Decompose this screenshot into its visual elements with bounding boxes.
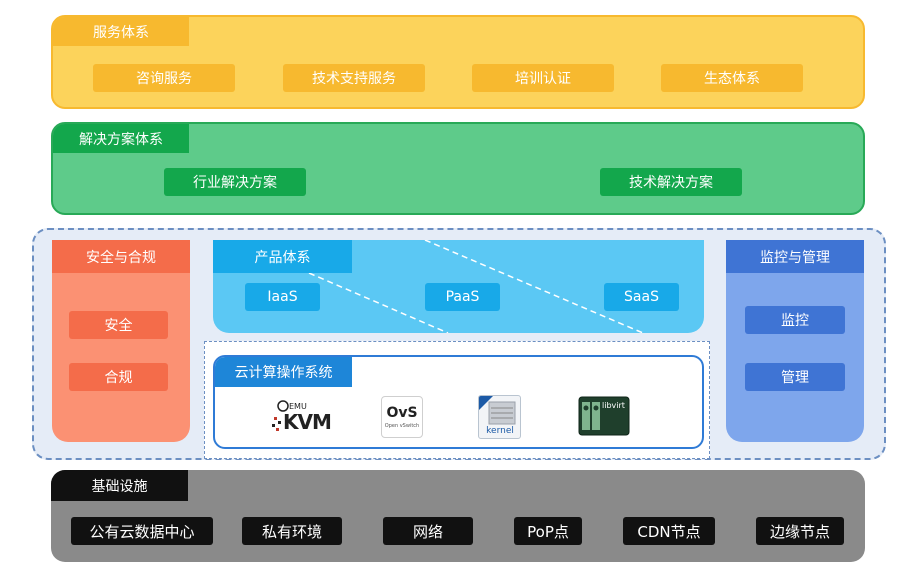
kernel-logo-graphic <box>479 396 516 425</box>
service-item-tech-support: 技术支持服务 <box>283 64 425 92</box>
monitoring-item-manage: 管理 <box>745 363 845 391</box>
openvswitch-logo-text: OvS <box>386 405 418 421</box>
monitoring-column <box>726 240 864 442</box>
kvm-logo-icon: EMU KVM <box>270 397 332 437</box>
service-item-ecosystem: 生态体系 <box>661 64 803 92</box>
monitoring-column-title: 监控与管理 <box>726 240 864 273</box>
monitoring-item-monitor: 监控 <box>745 306 845 334</box>
kvm-logo-sub: EMU <box>289 402 307 411</box>
kernel-logo-text: kernel <box>486 426 514 436</box>
infra-item-cdn: CDN节点 <box>623 517 715 545</box>
libvirt-logo-icon: libvirt <box>578 396 630 436</box>
service-item-consulting: 咨询服务 <box>93 64 235 92</box>
openvswitch-logo-sub: Open vSwitch <box>384 423 420 429</box>
openvswitch-logo-icon: OvS Open vSwitch <box>381 396 423 438</box>
infra-item-public-dc: 公有云数据中心 <box>71 517 213 545</box>
service-item-training: 培训认证 <box>472 64 614 92</box>
product-item-paas: PaaS <box>425 283 500 311</box>
libvirt-logo-text: libvirt <box>602 401 625 410</box>
product-item-iaas: IaaS <box>245 283 320 311</box>
security-column <box>52 240 190 442</box>
product-item-saas: SaaS <box>604 283 679 311</box>
solution-item-industry: 行业解决方案 <box>164 168 306 196</box>
product-diagonal-lines <box>308 240 644 333</box>
infra-item-network: 网络 <box>383 517 473 545</box>
cloud-os-title: 云计算操作系统 <box>215 357 352 387</box>
security-item-compliance: 合规 <box>69 363 168 391</box>
libvirt-logo-graphic <box>578 396 630 436</box>
kvm-logo-graphic <box>272 400 289 431</box>
infra-item-pop: PoP点 <box>514 517 582 545</box>
diagonal-line-left <box>308 272 449 333</box>
solution-item-technical: 技术解决方案 <box>600 168 742 196</box>
solution-layer-title: 解决方案体系 <box>53 124 189 153</box>
security-column-title: 安全与合规 <box>52 240 190 273</box>
service-layer-title: 服务体系 <box>53 17 189 46</box>
product-layer-title: 产品体系 <box>213 240 352 273</box>
infra-item-edge: 边缘节点 <box>756 517 844 545</box>
kvm-logo-text: KVM <box>283 410 332 434</box>
security-item-security: 安全 <box>69 311 168 339</box>
infrastructure-layer-title: 基础设施 <box>51 470 188 501</box>
infra-item-private-env: 私有环境 <box>242 517 342 545</box>
kernel-logo-icon: kernel <box>478 395 521 439</box>
